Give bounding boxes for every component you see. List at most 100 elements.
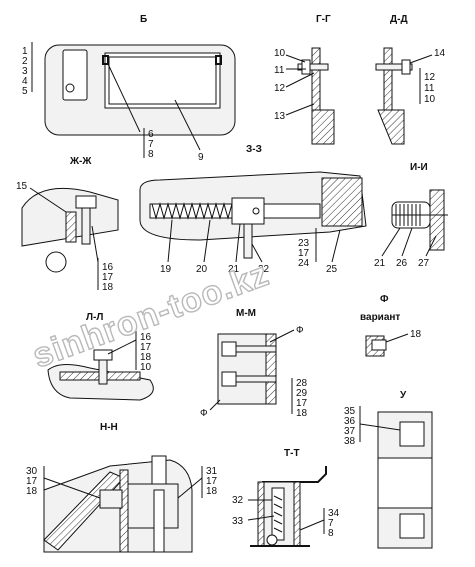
section-title-i: И-И (410, 162, 428, 173)
section-title-b: Б (140, 14, 147, 25)
b-small-plate (62, 49, 88, 101)
b-label-6: 6 (148, 129, 154, 140)
section-i: И-И 21 26 27 (374, 162, 448, 269)
d-label-12: 12 (424, 72, 436, 83)
section-title-zh: Ж-Ж (69, 156, 92, 167)
m-bolt-top (221, 341, 237, 357)
section-d: Д-Д 14 12 11 10 (375, 14, 446, 145)
u-middle (377, 457, 433, 509)
l-leader-stack (107, 339, 137, 355)
d-label-10: 10 (424, 94, 436, 105)
section-n: Н-Н 30 17 18 31 17 18 (26, 422, 218, 553)
z-label-22: 22 (258, 264, 270, 275)
zh-label-17: 17 (102, 272, 114, 283)
g-wall (311, 47, 321, 111)
n-leader-right (177, 477, 203, 499)
t-leader-stack (299, 519, 325, 531)
section-l: Л-Л 16 17 18 10 (47, 312, 154, 401)
m-leader-f-top (269, 329, 295, 343)
m-stud-top (235, 345, 277, 353)
z-label-24: 24 (298, 258, 310, 269)
t-wall-right (293, 481, 301, 547)
g-leader-10 (285, 54, 306, 63)
i-label-27: 27 (418, 258, 430, 269)
l-label-10: 10 (140, 362, 152, 373)
l-label-18: 18 (140, 352, 152, 363)
b-label-7: 7 (148, 139, 154, 150)
i-leader-26 (401, 227, 413, 257)
t-label-33: 33 (232, 516, 244, 527)
d-nut (401, 59, 411, 75)
section-title-f-variant: вариант (360, 312, 400, 323)
zh-bolt-head (75, 195, 97, 209)
n-block (127, 483, 179, 529)
i-label-21: 21 (374, 258, 386, 269)
l-label-17: 17 (140, 342, 152, 353)
n-stud (153, 489, 165, 553)
u-label-38: 38 (344, 436, 356, 447)
z-leader-19 (167, 219, 173, 263)
section-title-l: Л-Л (86, 312, 103, 323)
i-leader-27 (425, 235, 437, 257)
zh-leader-stack (91, 225, 99, 263)
zh-leader-15 (29, 187, 67, 213)
section-title-n: Н-Н (100, 422, 118, 433)
m-leader-f-bottom (209, 399, 221, 411)
m-label-17: 17 (296, 398, 308, 409)
d-bolt (375, 63, 413, 71)
g-bolt (297, 63, 329, 71)
section-t: Т-Т 32 33 34 7 8 (232, 448, 340, 547)
u-leader (359, 423, 401, 431)
g-label-12: 12 (274, 83, 286, 94)
z-stem (243, 223, 253, 259)
d-label-14: 14 (434, 48, 446, 59)
b-label-5: 5 (22, 86, 28, 97)
t-pin (266, 534, 278, 546)
z-leader-20 (203, 219, 211, 263)
i-label-26: 26 (396, 258, 408, 269)
b-leader-9 (174, 99, 201, 151)
section-title-d: Д-Д (390, 14, 408, 25)
z-end-block (321, 177, 363, 227)
f-leader-18 (385, 333, 409, 343)
z-label-20: 20 (196, 264, 208, 275)
z-leader-25 (331, 229, 341, 263)
z-spring (151, 202, 237, 220)
b-label-2: 2 (22, 56, 28, 67)
n-label-18-right: 18 (206, 486, 218, 497)
d-label-11: 11 (424, 83, 435, 94)
d-base (377, 109, 405, 145)
f-label-18: 18 (410, 329, 422, 340)
view-b: Б 1 2 3 4 5 6 7 8 9 (22, 14, 236, 163)
t-label-8: 8 (328, 528, 334, 539)
section-title-f: Ф (380, 294, 389, 305)
n-label-31: 31 (206, 466, 218, 477)
t-top-bracket (262, 466, 327, 483)
z-label-19: 19 (160, 264, 172, 275)
m-label-28: 28 (296, 378, 308, 389)
section-title-g: Г-Г (316, 14, 331, 25)
t-wall-left (257, 481, 265, 547)
n-label-17-right: 17 (206, 476, 218, 487)
u-label-37: 37 (344, 426, 356, 437)
b-label-3: 3 (22, 66, 28, 77)
b-clip-right (215, 55, 222, 65)
u-label-36: 36 (344, 416, 356, 427)
b-label-4: 4 (22, 76, 28, 87)
t-label-7: 7 (328, 518, 334, 529)
b-large-plate (104, 52, 221, 109)
section-z: З-З 19 20 21 22 23 17 24 25 (139, 144, 367, 275)
u-fitting-top (399, 421, 425, 447)
d-wall (383, 47, 393, 111)
b-label-1: 1 (22, 46, 28, 57)
section-m: М-М Ф Ф 28 29 17 18 (200, 308, 308, 419)
n-nut-left (99, 489, 123, 509)
u-label-35: 35 (344, 406, 356, 417)
n-leader-left (43, 477, 101, 499)
n-label-18-left: 18 (26, 486, 38, 497)
i-leader-21 (381, 227, 401, 257)
t-rod-thread (273, 495, 283, 533)
b-large-plate-inner (108, 56, 217, 105)
l-label-16: 16 (140, 332, 152, 343)
g-label-10: 10 (274, 48, 286, 59)
